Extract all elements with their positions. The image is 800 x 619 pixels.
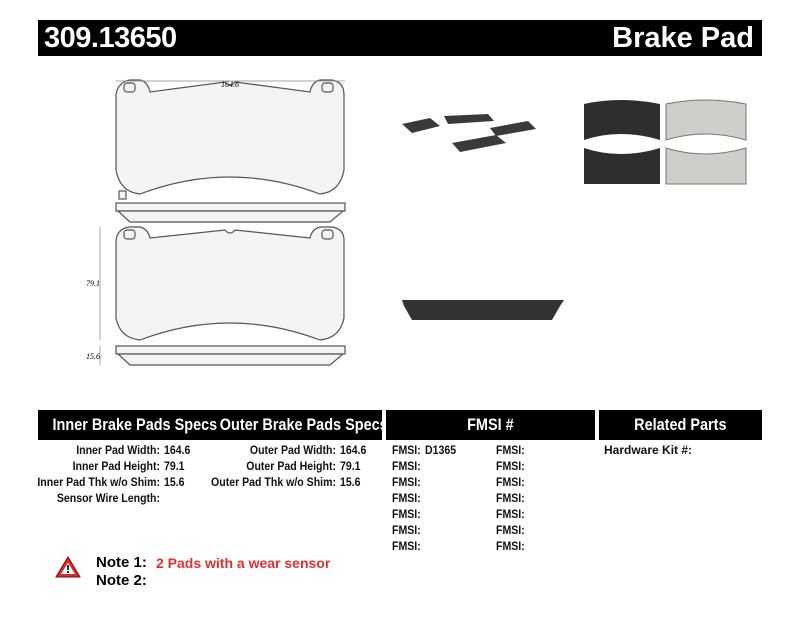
header-outer-specs: Outer Brake Pads Specs — [205, 410, 388, 440]
fmsi-label: FMSI: — [496, 459, 525, 473]
header-fmsi-text: FMSI # — [467, 415, 514, 434]
technical-drawing: 164.6 79.1 15.6 — [86, 79, 747, 366]
inner-spec-value: 164.6 — [164, 443, 191, 457]
product-type: Brake Pad — [612, 22, 754, 54]
part-number: 309.13650 — [44, 22, 177, 54]
inner-spec-value: 79.1 — [164, 459, 185, 473]
outer-pad-side-view — [115, 345, 346, 355]
fmsi-label: FMSI: — [392, 539, 421, 553]
inner-spec-value: 15.6 — [164, 475, 185, 489]
height-dimension: 79.1 — [86, 279, 100, 288]
related-header-bar: Related Parts — [599, 410, 762, 440]
outer-spec-value: 15.6 — [340, 475, 361, 489]
inner-spec-label: Inner Pad Width: — [76, 443, 160, 457]
thickness-dimension: 15.6 — [86, 352, 100, 361]
product-photo-pads-front — [584, 99, 747, 185]
outer-spec-label: Outer Pad Width: — [249, 443, 336, 457]
wear-sensor-tab — [118, 190, 127, 200]
fmsi-label: FMSI: — [392, 491, 421, 505]
note-1-label: Note 1: — [96, 554, 147, 571]
fmsi-value: D1365 — [425, 443, 457, 457]
outer-spec-label: Outer Pad Thk w/o Shim: — [211, 475, 336, 489]
inner-spec-label: Inner Pad Thk w/o Shim: — [37, 475, 160, 489]
header-outer-specs-text: Outer Brake Pads Specs — [219, 415, 388, 434]
header-inner-specs-text: Inner Brake Pads Specs — [52, 415, 218, 434]
header-fmsi: FMSI # — [386, 410, 595, 440]
hardware-kit-label: Hardware Kit #: — [604, 443, 693, 457]
header-related-parts-text: Related Parts — [634, 415, 727, 434]
fmsi-label: FMSI: — [496, 475, 525, 489]
width-dimension: 164.6 — [221, 80, 239, 89]
fmsi-label: FMSI: — [392, 523, 421, 537]
header-inner-specs: Inner Brake Pads Specs — [38, 410, 218, 440]
fmsi-label: FMSI: — [496, 539, 525, 553]
outer-spec-value: 164.6 — [340, 443, 367, 457]
fmsi-label: FMSI: — [392, 459, 421, 473]
fmsi-label: FMSI: — [392, 475, 421, 489]
fmsi-label: FMSI: — [392, 443, 421, 457]
outer-spec-label: Outer Pad Height: — [246, 459, 336, 473]
product-photo-pad-side — [402, 300, 564, 320]
product-photo-pads-angled — [402, 114, 536, 152]
fmsi-label: FMSI: — [496, 507, 525, 521]
note-1-text: 2 Pads with a wear sensor — [156, 555, 331, 571]
header-related-parts: Related Parts — [599, 410, 762, 440]
fmsi-label: FMSI: — [496, 443, 525, 457]
fmsi-label: FMSI: — [392, 507, 421, 521]
note-2-label: Note 2: — [96, 572, 147, 589]
specs-header-bar: Inner Brake Pads Specs Outer Brake Pads … — [38, 410, 388, 440]
fmsi-header-bar: FMSI # — [386, 410, 595, 440]
inner-spec-label: Inner Pad Height: — [72, 459, 160, 473]
inner-pad-outline — [115, 79, 345, 195]
fmsi-label: FMSI: — [496, 491, 525, 505]
inner-spec-label: Sensor Wire Length: — [56, 491, 160, 505]
outer-spec-value: 79.1 — [340, 459, 361, 473]
warning-triangle-icon — [55, 556, 81, 578]
outer-pad-outline — [115, 226, 345, 341]
fmsi-label: FMSI: — [496, 523, 525, 537]
inner-pad-side-view — [115, 202, 346, 212]
title-bar: 309.13650 Brake Pad — [38, 20, 762, 56]
